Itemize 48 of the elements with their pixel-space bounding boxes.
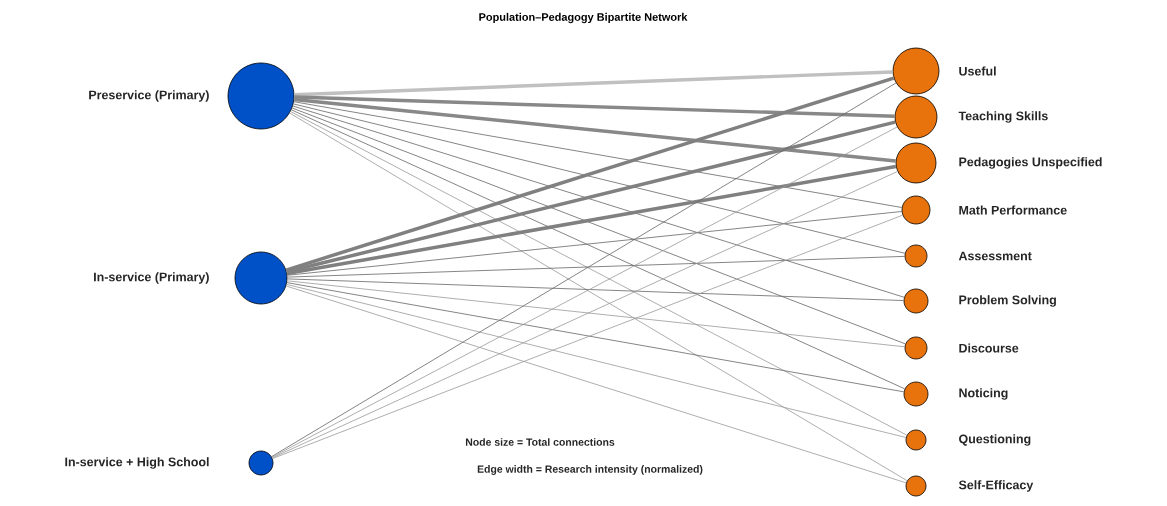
- network-node: Pedagogies Unspecified: [895, 142, 1102, 184]
- network-node: Questioning: [905, 429, 1031, 451]
- node-label: Noticing: [959, 388, 1008, 400]
- legend-note: Node size = Total connections: [465, 438, 615, 446]
- connection-line: [293, 101, 903, 208]
- chart-title: Population–Pedagogy Bipartite Network: [479, 12, 688, 24]
- connection-line: [286, 211, 903, 276]
- node-label: Math Performance: [959, 205, 1067, 215]
- network-node: In-service (Primary): [94, 251, 288, 305]
- connection-line: [294, 95, 895, 119]
- network-node: Self-Efficacy: [905, 475, 1034, 497]
- connection-line: [293, 103, 906, 254]
- node-label: Pedagogies Unspecified: [959, 157, 1102, 169]
- node-label: Problem Solving: [959, 295, 1056, 307]
- node-label: Assessment: [958, 251, 1032, 261]
- connection-line: [287, 278, 904, 301]
- node-label: Questioning: [959, 434, 1031, 446]
- connection-line: [286, 280, 906, 348]
- connection-line: [286, 120, 896, 274]
- network-node: Noticing: [903, 381, 1008, 407]
- network-node: Assessment: [904, 244, 1032, 268]
- node-label: Discourse: [959, 343, 1019, 353]
- connection-line: [285, 76, 895, 272]
- connection-line: [292, 105, 905, 298]
- connection-line: [287, 256, 905, 278]
- node-label: In-service (Primary): [94, 272, 209, 284]
- connection-line: [286, 164, 897, 276]
- network-node: Math Performance: [901, 195, 1067, 225]
- network-node: Useful: [892, 47, 996, 95]
- connection-line: [272, 214, 903, 459]
- node-label: In-service + High School: [65, 457, 209, 469]
- connection-line: [294, 70, 893, 97]
- network-node: Preservice (Primary): [89, 62, 295, 130]
- network-node: In-service + High School: [65, 450, 274, 476]
- node-label: Teaching Skills: [958, 111, 1048, 123]
- network-node: Problem Solving: [903, 288, 1056, 314]
- connection-line: [285, 285, 907, 484]
- network-node: Teaching Skills: [894, 95, 1048, 139]
- connection-line: [294, 97, 896, 163]
- node-label: Self-Efficacy: [958, 480, 1034, 492]
- network-node: Discourse: [904, 336, 1019, 360]
- legend-note: Edge width = Research intensity (normalized): [477, 465, 703, 475]
- connection-line: [291, 109, 906, 390]
- connection-line: [286, 283, 907, 438]
- node-label: Useful: [959, 66, 996, 76]
- connection-line: [286, 282, 905, 393]
- node-label: Preservice (Primary): [89, 90, 209, 102]
- connection-line: [291, 107, 906, 345]
